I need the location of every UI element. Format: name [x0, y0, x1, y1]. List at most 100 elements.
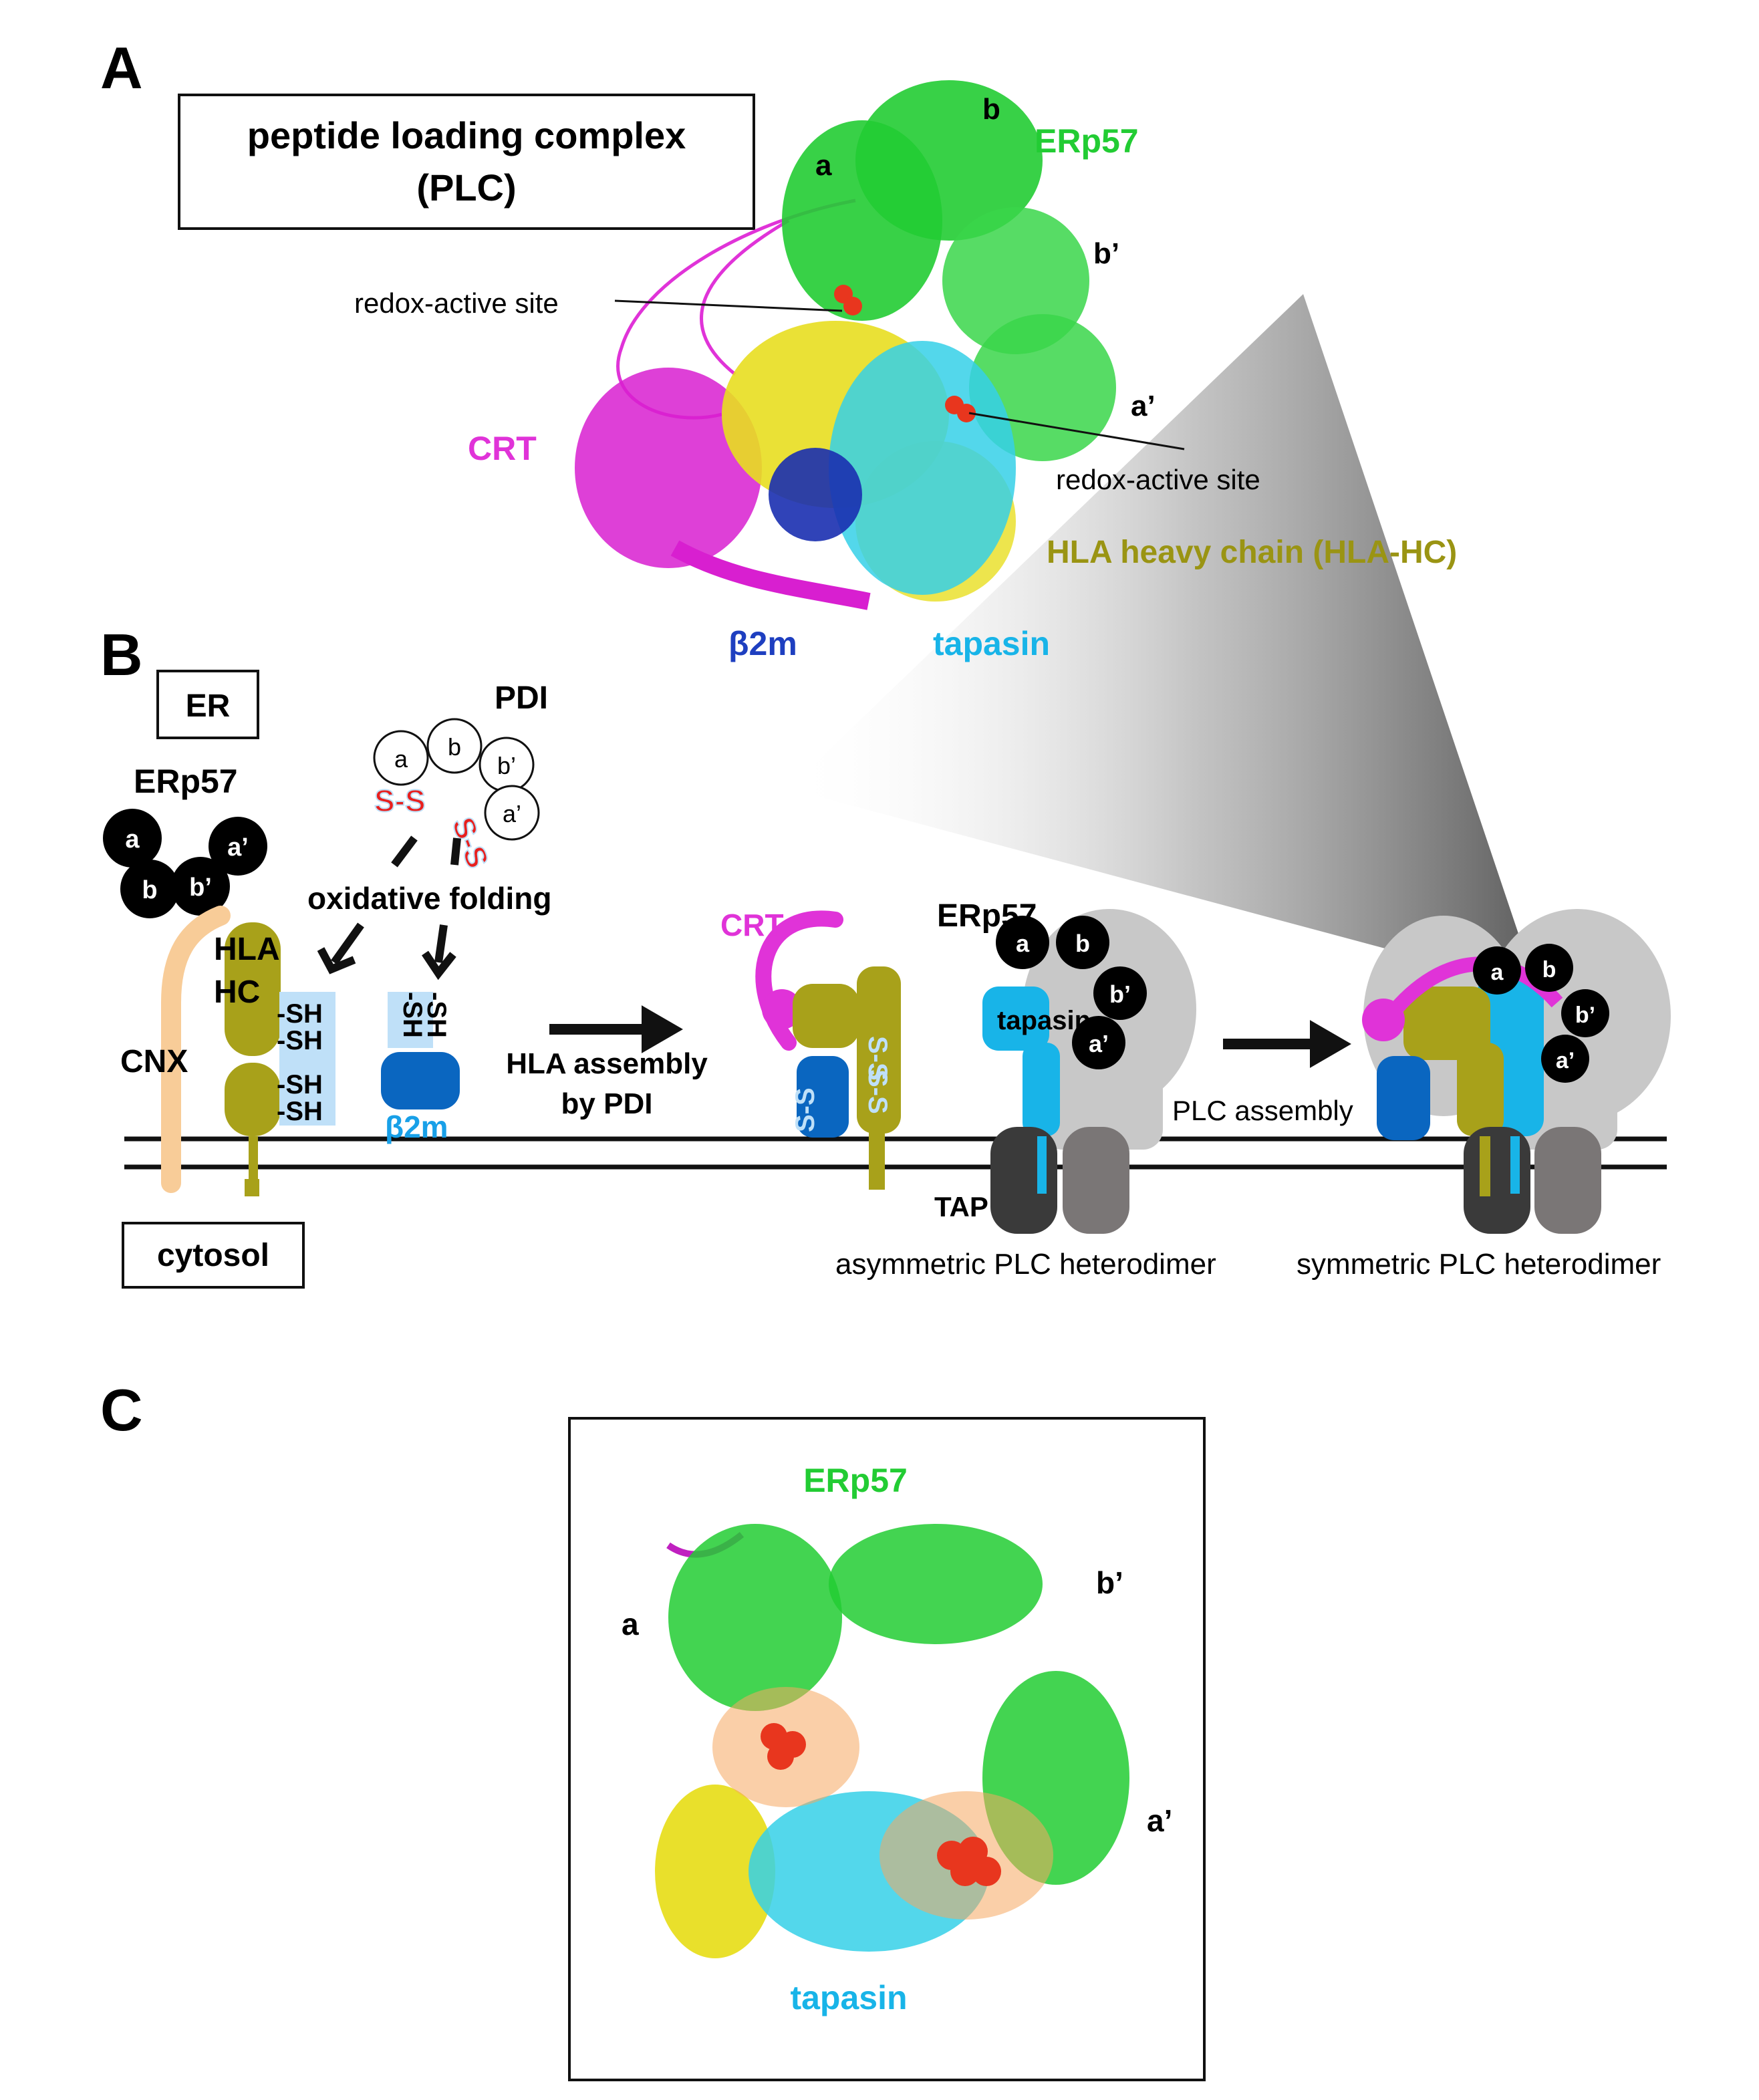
complex-ss-2: S-S	[863, 1036, 892, 1081]
tapasin-domain	[829, 341, 1016, 595]
erp57-dom-bp: b’	[189, 874, 212, 902]
b2m-free	[381, 1052, 460, 1109]
b-tapasin: tapasin	[997, 1006, 1091, 1035]
plc-title-line1: peptide loading complex	[247, 114, 686, 156]
asym-dom-b: b	[1075, 930, 1090, 957]
pdi-dom-bp: b’	[497, 752, 516, 779]
b-sym: symmetric PLC heterodimer	[1297, 1248, 1661, 1281]
panel-label-c: C	[100, 1377, 143, 1443]
pdi-ss-1: S-S	[374, 783, 426, 818]
tap-2	[1063, 1127, 1129, 1234]
b2m-sh-highlight	[388, 992, 433, 1048]
asym-plc: a b b’ a’	[982, 909, 1196, 1234]
c-tapasin: tapasin	[790, 1979, 907, 2016]
b-erp57-asym: ERp57	[937, 898, 1037, 934]
arrow-plc-assembly	[1223, 1020, 1351, 1068]
pdi-dom-a: a	[394, 745, 408, 773]
a-b2m: β2m	[728, 625, 797, 662]
zoom-wedge	[789, 294, 1537, 989]
b2m-domain	[769, 448, 862, 541]
arrow-fold-right	[422, 924, 456, 980]
sh-4: -SH	[277, 1097, 323, 1126]
b-erp57: ERp57	[134, 763, 238, 800]
redox-line-1	[614, 299, 843, 312]
c-hla	[655, 1785, 775, 1958]
b2m-sh-1: -SH	[398, 992, 427, 1038]
sym-dom-ap: a’	[1556, 1048, 1575, 1073]
erp57-dom-a: a	[125, 825, 140, 854]
crt-domain	[575, 368, 762, 568]
erp57-b-domain	[855, 80, 1043, 241]
crt-arm	[670, 540, 871, 610]
c-a: a	[622, 1607, 639, 1642]
c-a-prime: a’	[1147, 1803, 1172, 1838]
plc-structure	[575, 80, 1116, 610]
b-tap: TAP	[934, 1191, 988, 1222]
cytosol-label: cytosol	[157, 1238, 269, 1273]
b-oxidative-folding: oxidative folding	[307, 881, 551, 916]
hla-hc-free	[225, 922, 335, 1196]
c-b-prime: b’	[1096, 1565, 1123, 1600]
asym-dom-a: a	[1016, 930, 1030, 957]
panel-c-box	[568, 1417, 1206, 2081]
erp57-dom-b: b	[142, 876, 157, 904]
b2m-sh-2: -SH	[422, 992, 451, 1038]
redox-line-2	[968, 412, 1185, 450]
panel-c-structure	[655, 1524, 1133, 1958]
cytosol-box: cytosol	[122, 1222, 305, 1289]
a-redox-site-1: redox-active site	[354, 287, 559, 319]
cnx-shape	[161, 906, 231, 1193]
b-crt: CRT	[720, 908, 784, 942]
plc-title-line2: (PLC)	[416, 166, 516, 209]
panel-label-a: A	[100, 35, 143, 101]
b-pdi: PDI	[495, 680, 548, 716]
pdi: a b b’ a’	[373, 718, 540, 841]
er-box: ER	[156, 670, 259, 739]
panel-label-b: B	[100, 622, 143, 688]
tap-1	[990, 1127, 1057, 1234]
er-label: ER	[186, 688, 231, 724]
hla-crt-complex	[755, 910, 901, 1190]
erp57-dom-ap: a’	[227, 833, 249, 862]
a-hla-hc: HLA heavy chain (HLA-HC)	[1047, 535, 1457, 570]
b-hla: HLA	[214, 932, 280, 967]
a-redox-site-2: redox-active site	[1056, 464, 1260, 495]
c-erp57-a	[668, 1524, 842, 1711]
asym-dom-ap: a’	[1089, 1030, 1109, 1057]
b-b2m: β2m	[385, 1109, 448, 1144]
a-domain-a-prime: a’	[1131, 390, 1156, 422]
pdi-dom-b: b	[448, 733, 461, 761]
b-cnx: CNX	[120, 1044, 188, 1079]
sh-1: -SH	[277, 999, 323, 1029]
sym-plc: a b b’ a’	[1362, 909, 1671, 1234]
complex-ss-3: S-S	[863, 1069, 892, 1114]
fold-dash-1	[391, 835, 418, 868]
sh-3: -SH	[277, 1070, 323, 1099]
b-plc-assembly: PLC assembly	[1172, 1095, 1353, 1126]
sym-dom-a: a	[1491, 960, 1504, 985]
redox-sphere-4	[957, 404, 976, 422]
b-hla-assembly-2: by PDI	[561, 1087, 653, 1120]
c-erp57: ERp57	[803, 1462, 908, 1499]
sym-tap-1	[1464, 1127, 1530, 1234]
plc-title-box: peptide loading complex (PLC)	[178, 94, 755, 230]
sym-dom-bp: b’	[1575, 1003, 1595, 1028]
a-erp57: ERp57	[1035, 122, 1139, 160]
a-domain-b: b	[982, 93, 1000, 126]
redox-sphere-2	[843, 297, 862, 315]
arrow-fold-left	[317, 922, 364, 974]
pdi-dom-ap: a’	[503, 800, 521, 827]
a-domain-a: a	[815, 149, 832, 182]
a-domain-b-prime: b’	[1093, 237, 1119, 270]
sym-tap-2	[1534, 1127, 1601, 1234]
erp57-free: a b b’ a’	[103, 809, 267, 918]
c-erp57-b	[829, 1524, 1043, 1644]
sh-2: -SH	[277, 1026, 323, 1055]
b-asym: asymmetric PLC heterodimer	[835, 1248, 1216, 1281]
arrow-hla-assembly	[549, 1005, 683, 1053]
a-crt: CRT	[468, 430, 537, 467]
a-tapasin: tapasin	[933, 625, 1050, 662]
fold-dash-2	[450, 837, 461, 866]
asym-dom-bp: b’	[1109, 980, 1131, 1008]
